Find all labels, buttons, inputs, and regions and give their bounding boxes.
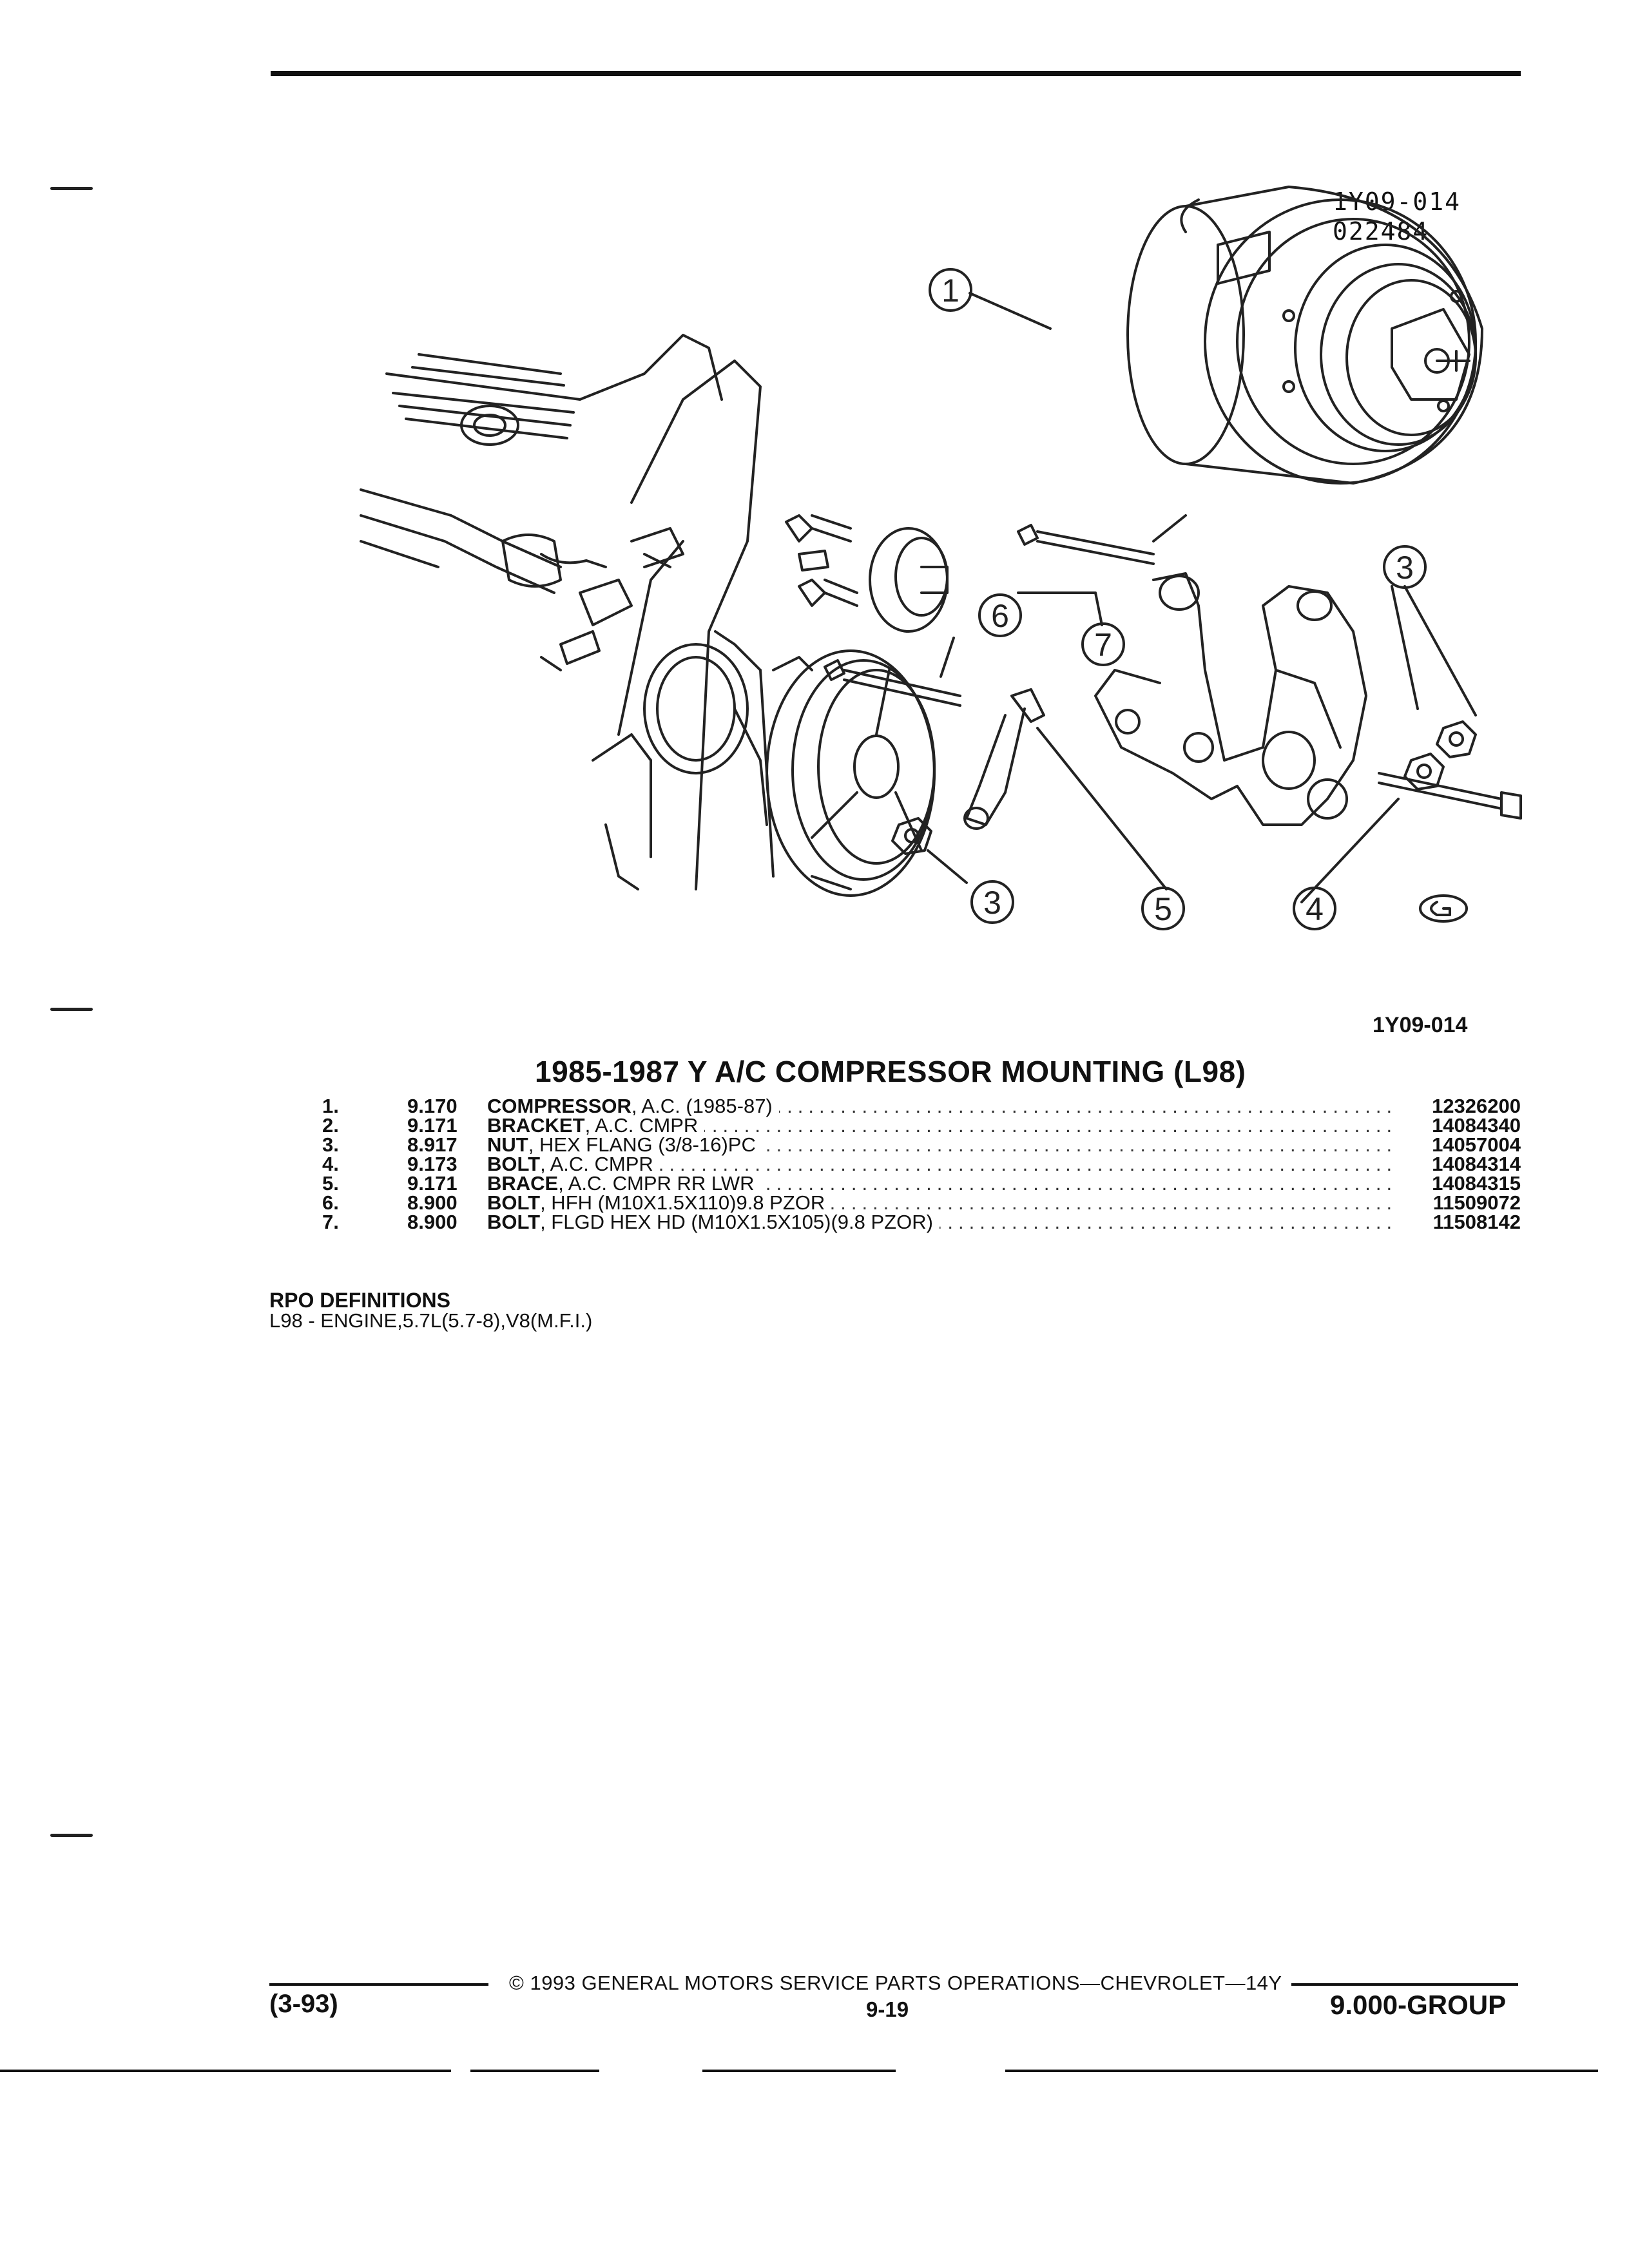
part-description: COMPRESSOR, A.C. (1985-87) xyxy=(487,1095,779,1117)
group-ref: 9.171 xyxy=(407,1114,458,1137)
parts-row: 7. 8.900 ...............................… xyxy=(322,1211,1521,1233)
bottom-rule xyxy=(702,2070,896,2072)
rpo-heading: RPO DEFINITIONS xyxy=(269,1289,450,1312)
part-detail: , HEX FLANG (3/8-16)PC xyxy=(528,1133,756,1156)
part-detail: , FLGD HEX HD (M10X1.5X105)(9.8 PZOR) xyxy=(540,1211,933,1233)
margin-mark xyxy=(50,187,93,190)
page-number: 9-19 xyxy=(866,1997,909,2021)
parts-list: 1. 9.170 ...............................… xyxy=(322,1095,1521,1233)
item-number: 1. xyxy=(322,1095,339,1117)
part-description: NUT, HEX FLANG (3/8-16)PC xyxy=(487,1135,762,1155)
part-description: BRACKET, A.C. CMPR xyxy=(487,1114,705,1137)
item-number: 5. xyxy=(322,1172,339,1195)
copyright: © 1993 GENERAL MOTORS SERVICE PARTS OPER… xyxy=(509,1972,1282,1994)
bottom-rule xyxy=(1005,2070,1598,2072)
bolts xyxy=(824,524,1522,820)
part-detail: , A.C. (1985-87) xyxy=(631,1095,773,1117)
bracket xyxy=(1094,572,1367,826)
margin-mark xyxy=(50,1008,93,1011)
figure-reference: 1Y09-014 xyxy=(1373,1013,1468,1037)
part-name: BOLT xyxy=(487,1211,541,1233)
part-detail: , A.C. CMPR RR LWR xyxy=(558,1172,755,1195)
group-ref: 9.173 xyxy=(407,1153,458,1175)
callout-label: 5 xyxy=(1154,891,1172,927)
callouts: 1 2 3 3 4 5 6 7 xyxy=(929,268,1427,930)
compressor xyxy=(1126,186,1483,485)
callout-label: 3 xyxy=(983,885,1001,921)
section-group: 9.000-GROUP xyxy=(1330,1990,1507,2020)
part-number: 11508142 xyxy=(1426,1212,1521,1232)
group-ref: 8.900 xyxy=(407,1211,458,1233)
exploded-diagram: 1 2 3 3 4 5 6 7 xyxy=(360,186,1522,930)
header-rule xyxy=(271,71,1521,76)
callout-label: 1 xyxy=(941,273,959,309)
item-number: 7. xyxy=(322,1211,339,1233)
part-detail: , HFH (M10X1.5X110)9.8 PZOR xyxy=(540,1191,825,1214)
part-description: BOLT, HFH (M10X1.5X110)9.8 PZOR xyxy=(487,1191,832,1214)
part-description: BOLT, A.C. CMPR xyxy=(487,1153,660,1175)
callout-label: 3 xyxy=(1396,550,1414,586)
page-title: 1985-1987 Y A/C COMPRESSOR MOUNTING (L98… xyxy=(535,1055,1246,1088)
part-number: 14084340 xyxy=(1425,1115,1521,1135)
group-ref: 8.917 xyxy=(407,1133,458,1156)
bottom-rule xyxy=(0,2070,451,2072)
footer-rule xyxy=(269,1983,488,1986)
leader-lines xyxy=(927,292,1477,903)
part-name: BRACE xyxy=(487,1172,559,1195)
footer-rule xyxy=(1291,1983,1518,1986)
part-name: NUT xyxy=(487,1133,528,1156)
parts-row: 1. 9.170 ...............................… xyxy=(322,1095,1521,1117)
part-description: BOLT, FLGD HEX HD (M10X1.5X105)(9.8 PZOR… xyxy=(487,1211,940,1233)
engine-block xyxy=(360,334,949,897)
revision-date: (3-93) xyxy=(269,1990,338,2018)
margin-mark xyxy=(50,1834,93,1837)
part-number: 14084314 xyxy=(1425,1154,1521,1174)
callout-label: 7 xyxy=(1094,627,1112,663)
part-detail: , A.C. CMPR xyxy=(584,1114,699,1137)
parts-row: 3. 8.917 ...............................… xyxy=(322,1135,1521,1155)
group-ref: 8.900 xyxy=(407,1191,458,1214)
callout-label: 6 xyxy=(991,598,1009,634)
item-number: 2. xyxy=(322,1114,339,1137)
item-number: 4. xyxy=(322,1153,339,1175)
part-number: 12326200 xyxy=(1425,1096,1521,1116)
part-number: 14057004 xyxy=(1425,1135,1521,1155)
rpo-definition: L98 - ENGINE,5.7L(5.7-8),V8(M.F.I.) xyxy=(269,1309,593,1332)
part-description: BRACE, A.C. CMPR RR LWR xyxy=(487,1172,761,1195)
part-name: BOLT xyxy=(487,1191,541,1214)
part-detail: , A.C. CMPR xyxy=(540,1153,653,1175)
part-name: COMPRESSOR xyxy=(487,1095,631,1117)
part-name: BRACKET xyxy=(487,1114,585,1137)
part-number: 11509072 xyxy=(1426,1193,1521,1213)
item-number: 6. xyxy=(322,1191,339,1214)
parts-row: 2. 9.171 ...............................… xyxy=(322,1114,1521,1137)
item-number: 3. xyxy=(322,1133,339,1156)
parts-row: 5. 9.171 ...............................… xyxy=(322,1172,1521,1195)
parts-row: 4. 9.173 ...............................… xyxy=(322,1153,1521,1175)
nuts xyxy=(891,720,1477,855)
gm-logo xyxy=(1419,894,1468,923)
group-ref: 9.170 xyxy=(407,1095,458,1117)
group-ref: 9.171 xyxy=(407,1172,458,1195)
part-number: 14084315 xyxy=(1425,1173,1521,1193)
bottom-rule xyxy=(470,2070,599,2072)
brace xyxy=(963,688,1045,830)
callout-label: 4 xyxy=(1306,891,1324,927)
part-name: BOLT xyxy=(487,1153,541,1175)
parts-row: 6. 8.900 ...............................… xyxy=(322,1193,1521,1213)
